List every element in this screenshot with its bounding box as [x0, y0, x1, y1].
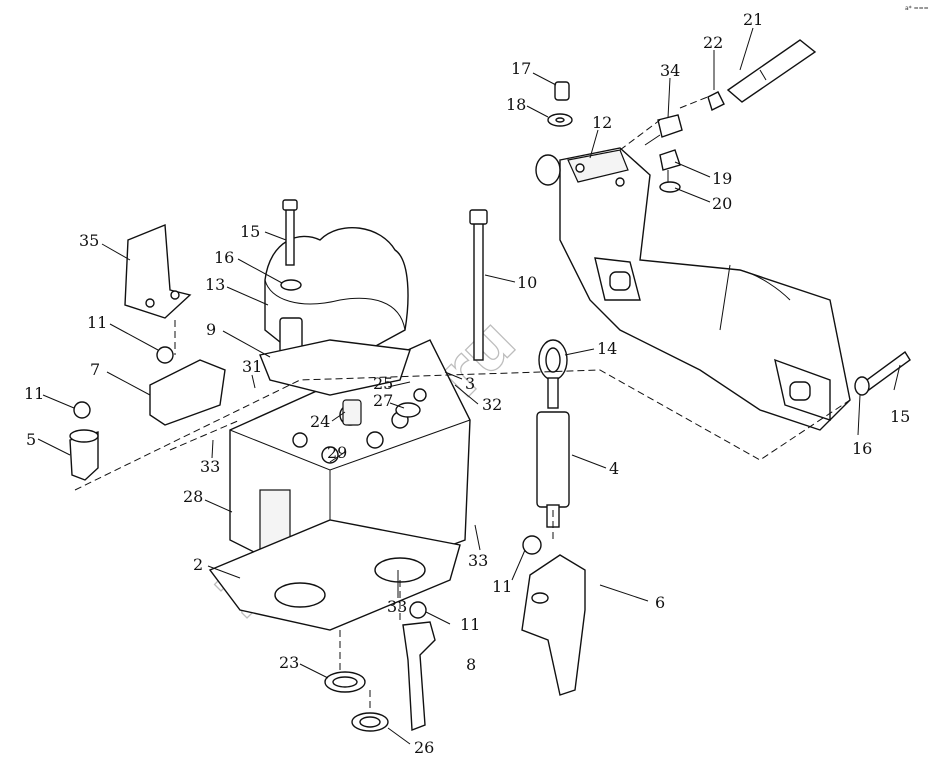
spacer-7 [149, 359, 226, 426]
callout-11-c: 11 [460, 615, 480, 634]
callout-35: 35 [79, 231, 99, 250]
callout-33-a: 33 [200, 457, 220, 476]
callout-23: 23 [279, 653, 299, 672]
top-small-parts [547, 39, 817, 193]
callout-27: 27 [373, 391, 393, 410]
callout-6: 6 [655, 593, 665, 612]
dashed-guides [74, 95, 851, 710]
callout-9: 9 [206, 320, 216, 339]
callout-15-top: 15 [240, 222, 260, 241]
manifold-bolt [854, 350, 911, 396]
cylinder-head [229, 339, 471, 591]
callout-22: 22 [703, 33, 723, 52]
callout-4: 4 [609, 459, 619, 478]
callout-34: 34 [660, 61, 680, 80]
bracket-6-hole [531, 592, 549, 604]
callout-11-a: 11 [87, 313, 107, 332]
callout-32: 32 [482, 395, 502, 414]
leaders [37, 27, 901, 745]
callout-11-b: 11 [492, 577, 512, 596]
callout-33-b: 33 [468, 551, 488, 570]
head-bolts [282, 199, 488, 361]
corner-mark: a* === [905, 5, 929, 12]
seals [324, 671, 389, 732]
nuts [73, 346, 542, 619]
callout-13: 13 [205, 275, 225, 294]
callout-16-top: 16 [214, 248, 234, 267]
callout-8: 8 [466, 655, 476, 674]
callout-16-right: 16 [852, 439, 872, 458]
part-8 [402, 621, 436, 731]
bracket-35-hole-a [145, 298, 155, 308]
callout-21: 21 [743, 10, 763, 29]
callout-12: 12 [592, 113, 612, 132]
callout-20: 20 [712, 194, 732, 213]
callout-33-c: 33 [387, 597, 407, 616]
callout-31: 31 [242, 357, 262, 376]
callout-17: 17 [511, 59, 531, 78]
callout-3: 3 [465, 374, 475, 393]
exhaust-manifold [535, 147, 851, 431]
callout-labels: 21 22 17 34 18 12 19 20 15 16 35 13 9 10… [24, 10, 910, 757]
callout-5: 5 [26, 430, 36, 449]
callout-26: 26 [414, 738, 434, 757]
callout-15-right: 15 [890, 407, 910, 426]
callout-25: 25 [373, 374, 393, 393]
callout-7: 7 [90, 360, 100, 379]
bracket-35 [124, 223, 192, 319]
callout-24: 24 [310, 412, 330, 431]
callout-19: 19 [712, 169, 732, 188]
bracket-6 [521, 554, 586, 696]
callout-28: 28 [183, 487, 203, 506]
callout-29: 29 [327, 443, 347, 462]
callout-18: 18 [506, 95, 526, 114]
callout-10: 10 [517, 273, 537, 292]
lifting-eye [536, 339, 570, 528]
head-gasket [208, 519, 461, 631]
bracket-35-hole-b [170, 290, 180, 300]
callout-2: 2 [193, 555, 203, 574]
callout-11-d: 11 [24, 384, 44, 403]
callout-14: 14 [597, 339, 617, 358]
part-5-top [69, 429, 99, 443]
